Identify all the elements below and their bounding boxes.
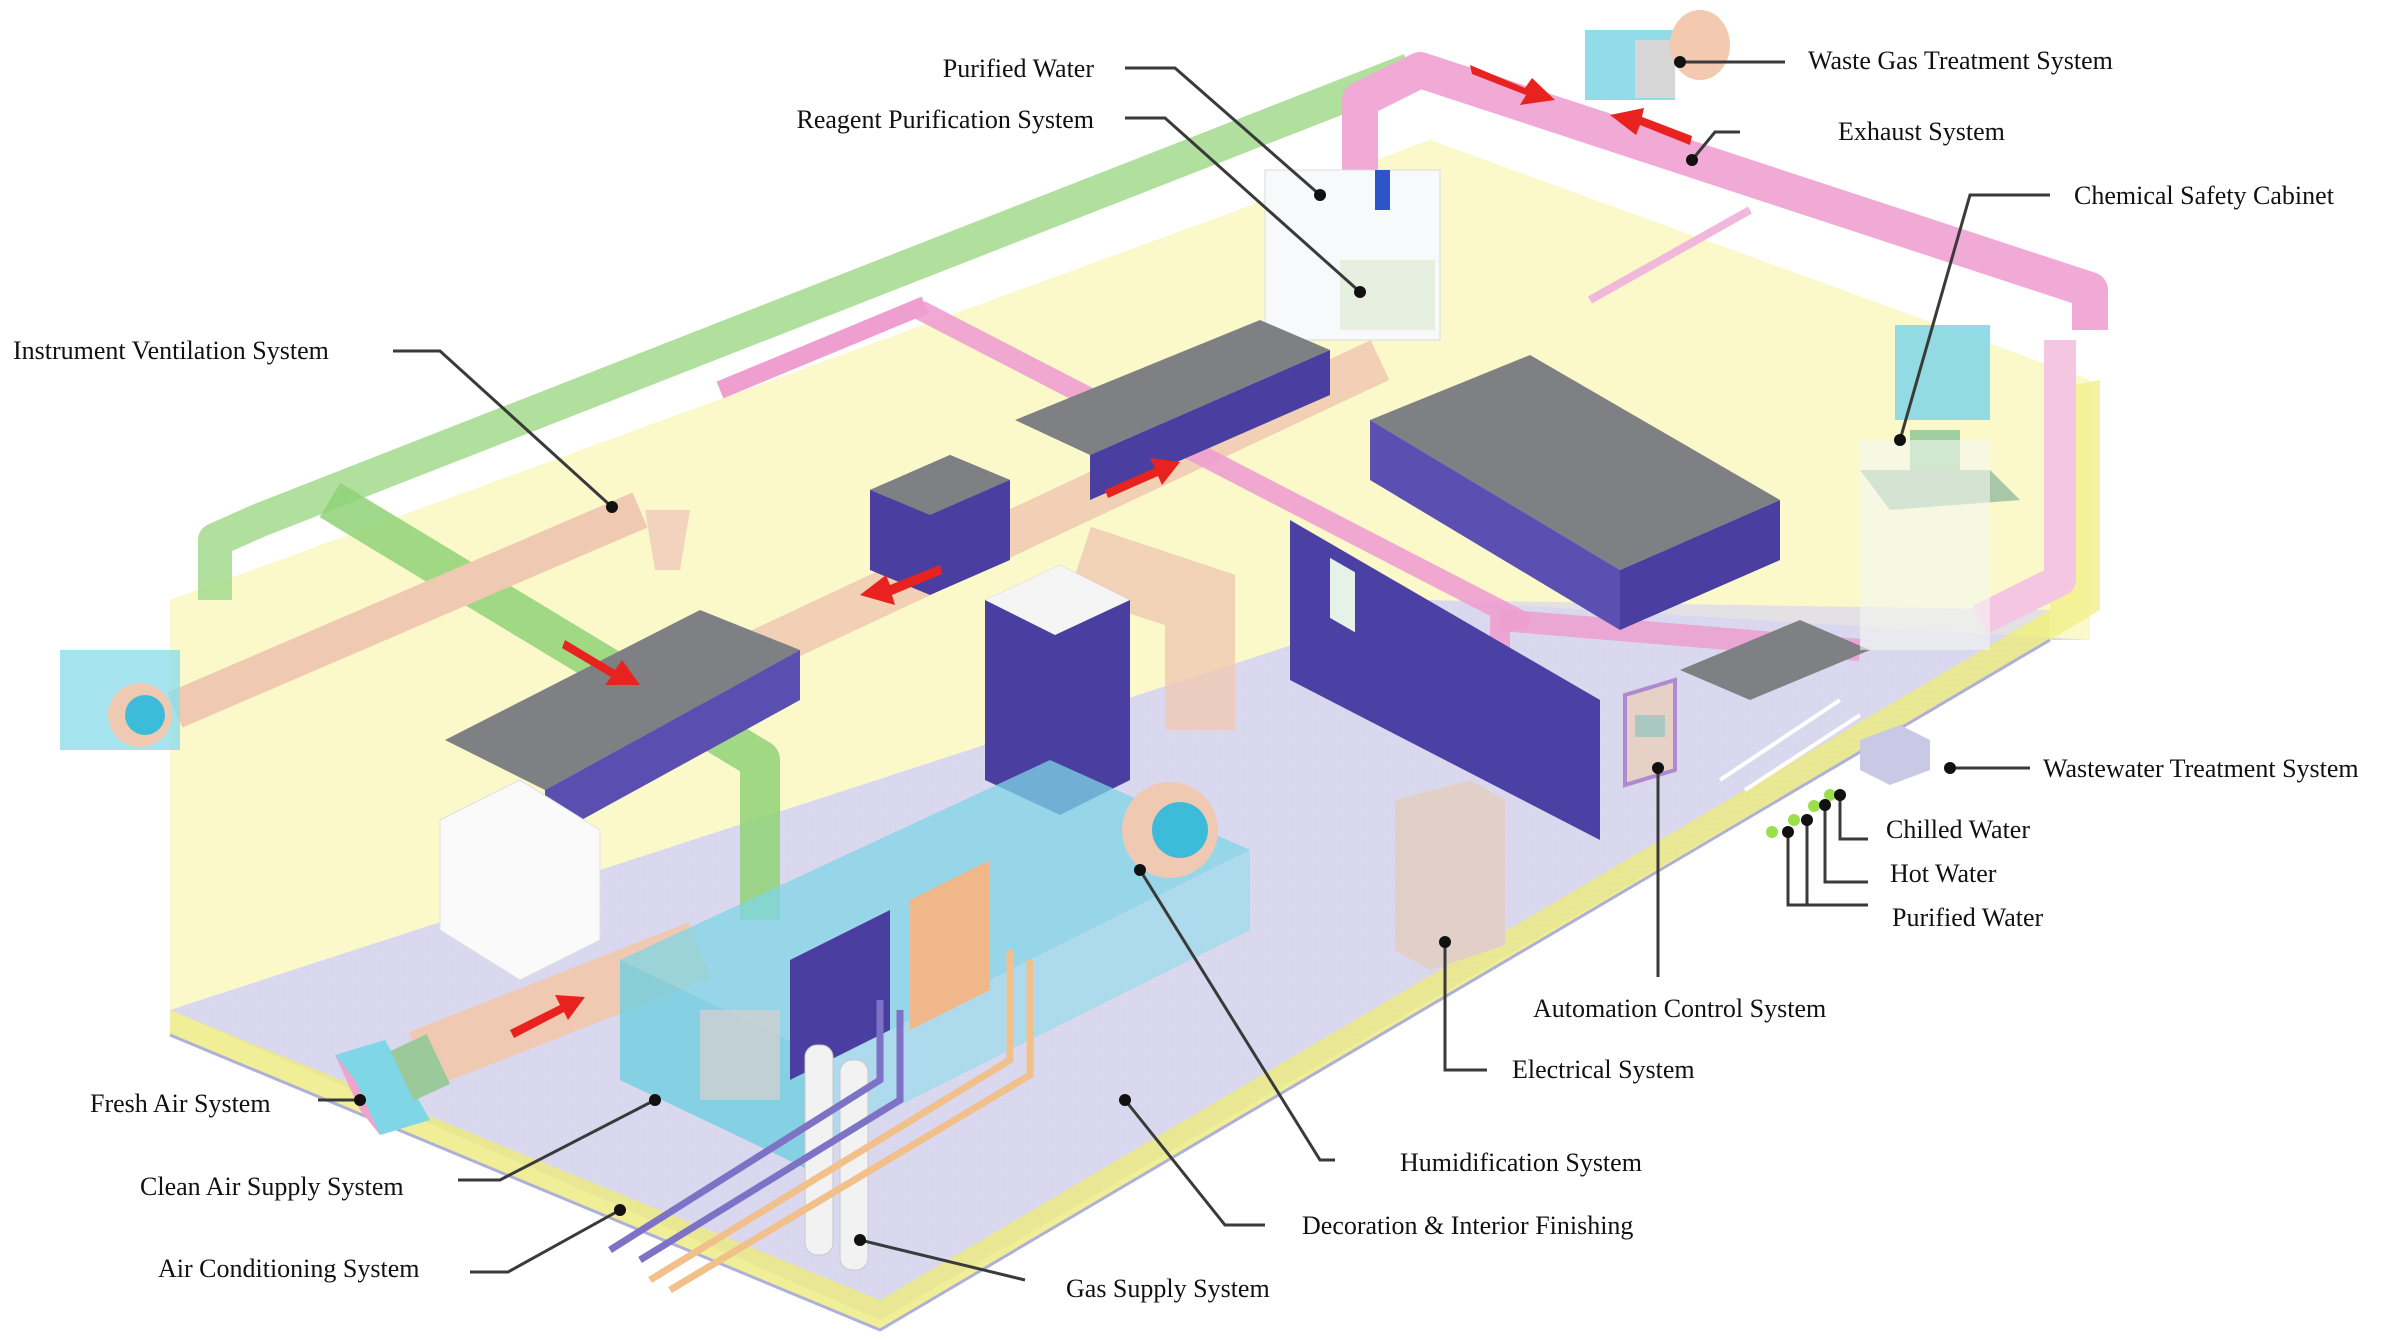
arrow-icon xyxy=(562,640,640,685)
chemical-cabinet-unit xyxy=(1860,325,2020,650)
air-handling-unit xyxy=(620,760,1250,1180)
exhaust-fan-unit xyxy=(60,650,180,750)
left-bench-top xyxy=(445,610,800,790)
label-electrical: Electrical System xyxy=(1512,1055,1695,1084)
label-waste-gas: Waste Gas Treatment System xyxy=(1808,46,2113,75)
panels xyxy=(1395,677,1677,970)
arrow-icon xyxy=(1470,65,1555,105)
airflow-arrows xyxy=(510,65,1692,1038)
ac-pipes xyxy=(608,950,1034,1294)
label-hot-water: Hot Water xyxy=(1890,859,1997,888)
label-clean-air-supply: Clean Air Supply System xyxy=(140,1172,404,1201)
label-decoration: Decoration & Interior Finishing xyxy=(1302,1211,1634,1240)
waste-gas-unit xyxy=(1585,10,1730,100)
label-humidification: Humidification System xyxy=(1400,1148,1642,1177)
right-end-bench xyxy=(1680,620,1870,700)
wastewater-tank xyxy=(1860,725,1930,785)
floor-edge xyxy=(169,638,2051,1332)
label-fresh-air: Fresh Air System xyxy=(90,1089,271,1118)
center-cabinet xyxy=(985,565,1130,815)
fume-hood xyxy=(1264,169,1441,341)
label-chemical-cabinet: Chemical Safety Cabinet xyxy=(2074,181,2334,210)
label-reagent-purification: Reagent Purification System xyxy=(796,105,1094,134)
label-automation-control: Automation Control System xyxy=(1533,994,1827,1023)
front-right-wall xyxy=(880,610,2050,1330)
label-purified-water-bottom: Purified Water xyxy=(1892,903,2044,932)
label-instrument-ventilation: Instrument Ventilation System xyxy=(13,336,329,365)
back-left-wall xyxy=(170,140,1430,1010)
water-pipes xyxy=(1718,698,1862,838)
lab-furniture xyxy=(439,320,1870,981)
arrow-icon xyxy=(1610,108,1692,145)
label-gas-supply: Gas Supply System xyxy=(1066,1274,1270,1303)
label-air-conditioning: Air Conditioning System xyxy=(158,1254,420,1283)
desk xyxy=(439,779,601,981)
label-wastewater: Wastewater Treatment System xyxy=(2043,754,2359,783)
back-bench-top xyxy=(1015,320,1330,455)
arrow-icon xyxy=(860,565,942,605)
label-chilled-water: Chilled Water xyxy=(1886,815,2031,844)
tall-cabinet-row xyxy=(1290,520,1600,840)
island-bench-top xyxy=(1370,355,1780,570)
arrow-icon xyxy=(510,995,585,1038)
leader-lines xyxy=(318,56,2050,1282)
electrical-cabinet xyxy=(1395,780,1505,970)
label-exhaust: Exhaust System xyxy=(1838,117,2005,146)
label-purified-water-top: Purified Water xyxy=(942,54,1094,83)
arrow-icon xyxy=(1105,458,1180,498)
